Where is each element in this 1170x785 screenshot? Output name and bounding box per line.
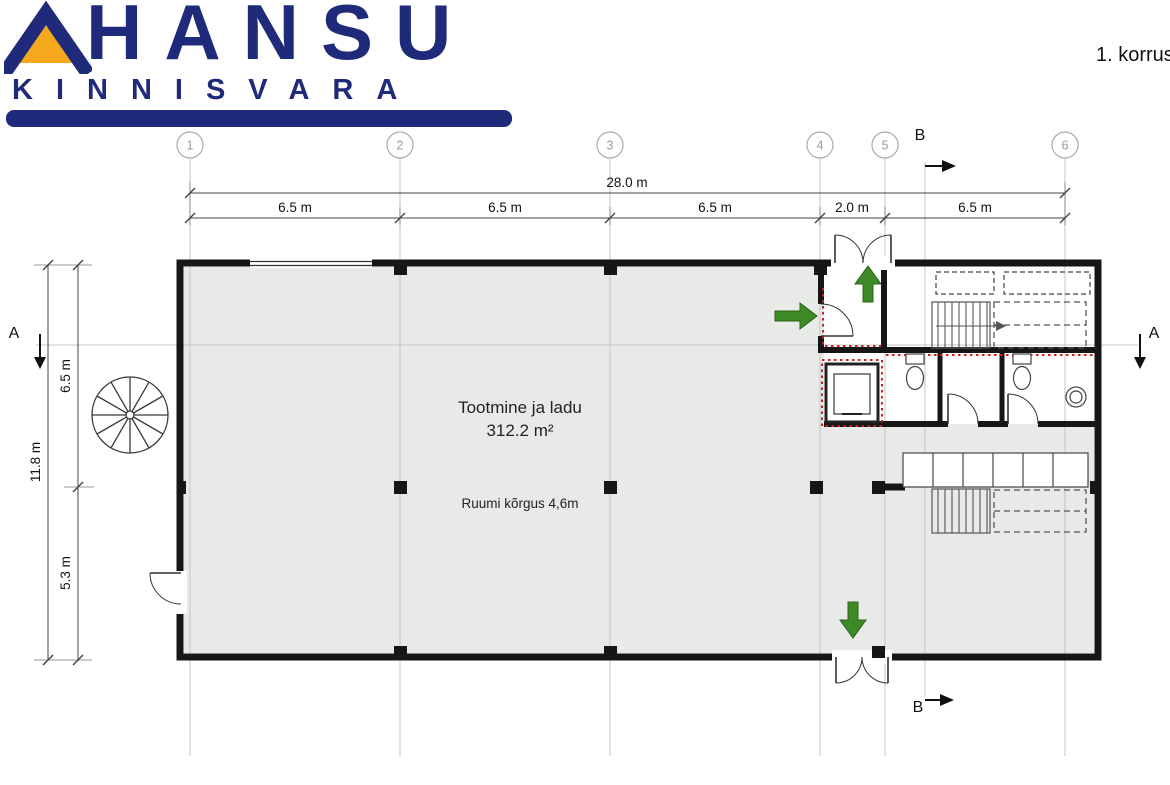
logo-title: HANSU: [86, 0, 474, 76]
section-a-left-arrow: [34, 357, 46, 369]
elevator-red-outline: [821, 359, 883, 427]
dim-lower-height: 5.3 m: [58, 556, 73, 590]
top-entrance-door: [831, 234, 895, 270]
upper-level-dashed-furniture: [935, 271, 1091, 295]
grid-bubble-5: 5: [882, 139, 889, 153]
dim-total-height: 11.8 m: [28, 442, 43, 482]
room-area-label: 312.2 m²: [486, 421, 553, 440]
upper-staircase: [931, 301, 1087, 349]
entrance-arrow-down: [839, 601, 867, 639]
entrance-arrow-up: [854, 265, 882, 303]
toilet-2: [1012, 353, 1032, 391]
logo-subtitle: KINNISVARA: [12, 74, 421, 106]
dim-segment-2: 6.5 m: [488, 200, 522, 215]
house-icon-roof-outline: [0, 0, 94, 78]
grid-bubble-1: 1: [187, 139, 194, 153]
counter-bench: [902, 452, 1089, 488]
section-a-left-label: A: [9, 325, 20, 342]
grid-bubble-6: 6: [1062, 139, 1069, 153]
logo-underline-bar: [6, 110, 512, 127]
wc-door-1: [947, 393, 979, 425]
dimension-lines: [34, 182, 1071, 666]
top-wall-window: [250, 258, 372, 268]
section-a-right-arrow: [1134, 357, 1146, 369]
dimension-labels: 28.0 m 6.5 m 6.5 m 6.5 m 2.0 m 6.5 m 11.…: [28, 175, 992, 590]
room-height-label: Ruumi kõrgus 4,6m: [461, 496, 578, 511]
dim-upper-height: 6.5 m: [58, 359, 73, 393]
section-b-bottom-arrow: [940, 694, 954, 706]
house-icon: [0, 0, 94, 79]
room-labels: Tootmine ja ladu 312.2 m² Ruumi kõrgus 4…: [458, 398, 582, 511]
outer-wall: [176, 259, 1102, 661]
dim-segment-1: 6.5 m: [278, 200, 312, 215]
grid-bubble-4: 4: [817, 139, 824, 153]
stair-direction-arrow: [996, 321, 1006, 331]
dim-total-width: 28.0 m: [606, 175, 647, 190]
doors: [149, 234, 1039, 684]
grid-bubble-2: 2: [397, 139, 404, 153]
walls: [176, 258, 1102, 661]
sink: [1065, 386, 1087, 408]
entrance-arrow-right: [774, 301, 818, 331]
red-accent-lines: [821, 288, 1094, 427]
left-wall-door: [149, 571, 187, 614]
section-a-right-label: A: [1149, 325, 1160, 342]
vestibule-door: [820, 303, 854, 337]
section-b-bottom-label: B: [913, 699, 924, 716]
vestibule-red-outline: [822, 288, 884, 347]
room-name-label: Tootmine ja ladu: [458, 398, 582, 417]
dim-segment-4: 2.0 m: [835, 200, 869, 215]
elevator: [824, 362, 880, 424]
toilet-1: [905, 353, 925, 391]
section-markers: A A B B: [9, 127, 1160, 716]
entrance-arrows: [774, 265, 882, 639]
wc-door-2: [1007, 393, 1039, 425]
company-logo: HANSU KINNISVARA: [0, 0, 560, 140]
floor-label: 1. korrus: [1096, 44, 1170, 66]
dim-segment-3: 6.5 m: [698, 200, 732, 215]
columns: [177, 263, 1099, 658]
section-b-top-arrow: [942, 160, 956, 172]
lower-staircase: [931, 488, 1087, 534]
wc-fixtures: [905, 353, 1087, 408]
section-b-top-label: B: [915, 127, 926, 144]
grid-bubble-3: 3: [607, 139, 614, 153]
grid-bubbles: 1 2 3 4 5 6: [176, 131, 1079, 159]
house-icon-roof-fill: [11, 26, 81, 63]
dim-segment-5: 6.5 m: [958, 200, 992, 215]
spiral-staircase: [91, 376, 169, 454]
